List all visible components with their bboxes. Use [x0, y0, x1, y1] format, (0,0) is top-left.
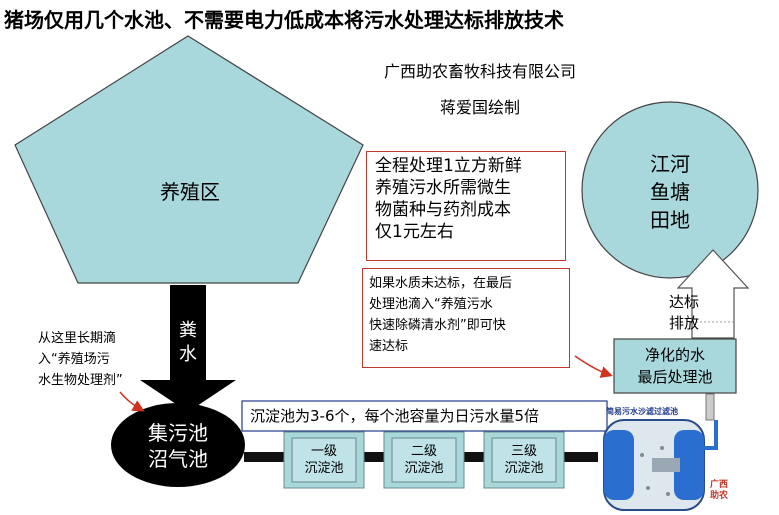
filter-brand-line-2: 助农: [709, 491, 728, 501]
long-term-note-line-3: 水生物处理剂”: [38, 373, 123, 388]
manure-flow-arrow: [140, 285, 236, 412]
cost-note-box: 全程处理1立方新鲜 养殖污水所需微生 物菌种与药剂成本 仅1元左右: [366, 151, 566, 261]
sand-filter-illustration: [603, 393, 718, 511]
river-pond-field-circle: [581, 101, 759, 279]
river-line-2: 鱼塘: [650, 180, 690, 204]
filter-brand-line-1: 广西: [709, 480, 728, 490]
tank-3-line-1: 三级: [510, 444, 537, 459]
tank-3-label: 三级 沉淀池: [492, 443, 556, 477]
tank-3-shape: [483, 431, 565, 489]
biogas-tank-label: 集污池 沼气池: [118, 420, 238, 472]
cost-note-line-3: 物菌种与药剂成本: [375, 200, 511, 220]
tank-2-line-1: 二级: [410, 444, 437, 459]
filter-brand: 广西 助农: [704, 480, 734, 502]
page-title: 猪场仅用几个水池、不需要电力低成本将污水处理达标排放技术: [4, 8, 564, 32]
author-credit: 蒋爱国绘制: [439, 98, 520, 117]
cost-note-line-2: 养殖污水所需微生: [375, 178, 511, 198]
long-term-note-line-1: 从这里长期滴: [38, 331, 117, 346]
manure-label-1: 粪: [179, 320, 197, 341]
tank-1-line-1: 一级: [310, 444, 337, 459]
cost-note-line-4: 仅1元左右: [375, 222, 454, 242]
discharge-up-arrow: [676, 249, 750, 339]
biogas-tank-ellipse: [111, 403, 245, 487]
river-label: 江河 鱼塘 田地: [620, 150, 720, 234]
sedimentation-note: 沉淀池为3-6个，每个池容量为日污水量5倍: [250, 407, 540, 425]
tank-3-line-2: 沉淀池: [504, 461, 544, 476]
quality-note-line-1: 如果水质未达标，在最后: [369, 276, 513, 291]
farm-area-pentagon: [14, 35, 364, 284]
tank-1-line-2: 沉淀池: [304, 461, 344, 476]
long-term-dosing-arrow: [119, 391, 145, 412]
biogas-tank-line-1: 集污池: [148, 421, 208, 445]
final-pool-dosing-arrow: [574, 355, 613, 378]
long-term-note: 从这里长期滴 入“养殖场污 水生物处理剂”: [38, 328, 168, 391]
discharge-line-1: 达标: [668, 293, 699, 311]
company-name: 广西助农畜牧科技有限公司: [383, 62, 576, 81]
tank-1-label: 一级 沉淀池: [292, 443, 356, 477]
final-pool-line-1: 净化的水: [644, 346, 705, 364]
quality-note-line-4: 速达标: [369, 339, 409, 354]
biogas-tank-line-2: 沼气池: [148, 447, 208, 471]
final-pool-line-2: 最后处理池: [637, 368, 713, 386]
filter-caption: 简易污水沙滤过滤池: [606, 407, 678, 416]
manure-label-2: 水: [179, 344, 197, 365]
river-line-1: 江河: [650, 152, 690, 176]
final-pool-label: 净化的水 最后处理池: [614, 344, 736, 388]
tank-2-shape: [383, 431, 465, 489]
tank-2-line-2: 沉淀池: [404, 461, 444, 476]
farm-area-label: 养殖区: [160, 180, 220, 204]
quality-note-box: 如果水质未达标，在最后 处理池滴入“养殖污水 快速除磷清水剂”即可快 速达标: [362, 268, 570, 368]
long-term-note-line-2: 入“养殖场污: [38, 352, 110, 367]
pipe-connectors: [244, 452, 598, 462]
cost-note-line-1: 全程处理1立方新鲜: [375, 156, 522, 176]
tank-1-shape: [283, 431, 365, 489]
quality-note-line-2: 处理池滴入“养殖污水: [369, 297, 493, 312]
tank-2-label: 二级 沉淀池: [392, 443, 456, 477]
river-line-3: 田地: [650, 208, 690, 232]
discharge-line-2: 排放: [668, 314, 699, 332]
sedimentation-note-border: [241, 400, 608, 432]
final-pool-box: [613, 338, 737, 394]
quality-note-line-3: 快速除磷清水剂”即可快: [369, 318, 506, 333]
discharge-label: 达标 排放: [664, 292, 704, 334]
